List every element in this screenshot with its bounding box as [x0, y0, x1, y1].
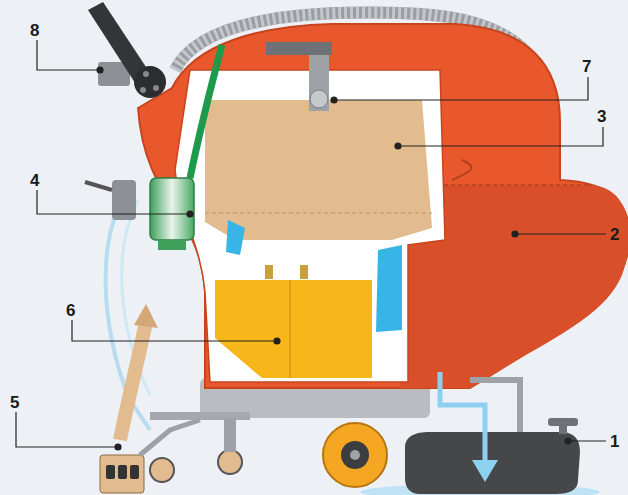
callout-number: 4	[30, 172, 39, 189]
leader-dot	[97, 67, 103, 73]
cutaway	[175, 70, 445, 382]
callout-number: 2	[610, 226, 619, 243]
leader-line	[398, 127, 603, 146]
flow-arrow	[134, 304, 158, 328]
deck-knob-stem	[559, 426, 567, 434]
pivot-bolt	[153, 85, 159, 91]
recovery-tank	[205, 100, 432, 240]
float-stem	[309, 55, 329, 111]
deck-arm	[470, 380, 520, 440]
leader-line	[37, 190, 190, 214]
squeegee-hole	[130, 465, 139, 479]
motor-base	[158, 240, 186, 250]
leader-line	[568, 440, 606, 441]
battery	[215, 280, 372, 378]
water-flow	[440, 372, 485, 462]
squeegee-hole	[106, 465, 115, 479]
leader-dot	[115, 444, 121, 450]
squeegee	[100, 455, 144, 493]
callout-number: 7	[582, 58, 591, 75]
clean-water	[226, 220, 245, 255]
main-wheel	[323, 423, 387, 487]
vacuum-motor	[150, 178, 194, 240]
water-arrowhead	[472, 460, 498, 482]
pivot-bolt	[140, 87, 146, 93]
leader-dot	[274, 338, 280, 344]
suction-hose	[120, 322, 146, 440]
leader-line	[334, 77, 588, 100]
callout-number: 8	[30, 22, 39, 39]
leader-dot	[565, 438, 571, 444]
wheel-axle	[350, 450, 360, 460]
deck-knob	[548, 418, 578, 426]
leader-dot	[395, 143, 401, 149]
callout-number: 5	[10, 394, 19, 411]
battery-terminal	[300, 265, 308, 279]
motor-hose	[190, 45, 222, 178]
callout-number: 1	[610, 433, 619, 450]
squeegee-hole	[118, 465, 127, 479]
handle-pivot	[134, 66, 166, 98]
leader-dot	[512, 231, 518, 237]
leader-line	[515, 233, 606, 234]
callout-number: 6	[66, 302, 75, 319]
caster-wheel	[150, 458, 174, 482]
leader-dot	[331, 97, 337, 103]
leader-line	[37, 40, 100, 70]
brush-deck	[405, 432, 580, 494]
caster-fork	[224, 418, 236, 452]
leader-dot	[187, 211, 193, 217]
switch	[85, 182, 112, 190]
leader-lines	[16, 40, 606, 450]
caster-wheel	[218, 450, 242, 474]
leader-line	[72, 320, 277, 341]
float-ball	[310, 90, 328, 108]
pivot-bolt	[143, 71, 149, 77]
water-level	[205, 213, 432, 214]
float-mount	[266, 42, 332, 55]
lid-edge	[452, 160, 471, 180]
housing	[138, 24, 628, 388]
squeegee-arm	[140, 420, 200, 455]
callout-number: 3	[597, 108, 606, 125]
battery-divider	[289, 280, 291, 378]
leader-line	[16, 412, 118, 447]
clean-water	[376, 245, 402, 332]
wheel-hub	[341, 441, 369, 469]
battery-terminal	[265, 265, 273, 279]
